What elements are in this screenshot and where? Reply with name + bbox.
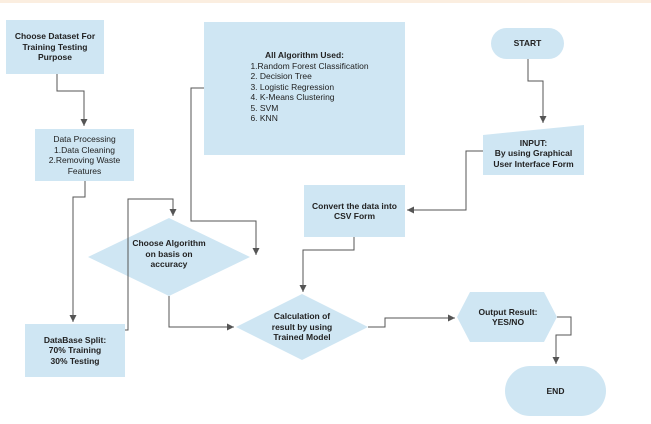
connector-input-to-convert	[407, 150, 483, 214]
algorithms-used-title: All Algorithm Used:	[264, 50, 344, 60]
data-processing-label: Data Processing 1.Data Cleaning 2.Removi…	[48, 134, 121, 176]
algorithm-item: 5. SVM	[250, 102, 279, 113]
database-split-box	[25, 324, 125, 377]
calculation-diamond	[236, 294, 368, 360]
connector-algorithm-to-calculation	[168, 296, 234, 331]
algorithm-item: 2. Decision Tree	[250, 71, 312, 81]
choose-algorithm-label: Choose Algorithm on basis on accuracy	[132, 238, 206, 270]
connector-output-to-end	[552, 316, 572, 364]
calculation-label: Calculation of result by using Trained M…	[271, 311, 333, 343]
algorithm-item: 3. Logistic Regression	[250, 81, 335, 92]
start-label: START	[513, 38, 542, 49]
connector-convert-to-calculation	[299, 237, 355, 292]
connector-list-to-algorithm	[190, 87, 260, 255]
convert-box	[304, 185, 405, 237]
choose-dataset-box	[6, 20, 104, 74]
top-accent-bar	[0, 0, 651, 3]
algorithm-item: 6. KNN	[250, 113, 278, 123]
input-parallelogram	[483, 125, 584, 175]
end-label: END	[546, 385, 565, 396]
convert-label: Convert the data into CSV Form	[311, 200, 397, 222]
connector-calculation-to-output	[368, 314, 455, 328]
algorithm-item: 1.Random Forest Classification	[250, 60, 369, 71]
choose-dataset-label: Choose Dataset For Training Testing Purp…	[14, 31, 96, 63]
connector-start-to-input	[527, 59, 547, 123]
algorithm-item: 4. K-Means Clustering	[250, 92, 335, 102]
input-label: INPUT: By using Graphical User Interface…	[493, 137, 574, 169]
connector-dataset-to-processing	[56, 74, 88, 126]
data-processing-box	[35, 129, 134, 181]
end-terminal	[505, 366, 606, 416]
database-split-label: DataBase Split: 70% Training 30% Testing	[43, 334, 107, 366]
algorithms-used-label: All Algorithm Used: 1.Random Forest Clas…	[204, 22, 405, 155]
algorithms-used-box	[204, 22, 405, 155]
output-hexagon	[457, 292, 557, 342]
output-label: Output Result: YES/NO	[478, 306, 538, 328]
connector-processing-to-split	[69, 181, 86, 322]
connector-split-to-algorithm	[125, 198, 177, 331]
start-terminal	[491, 28, 564, 59]
